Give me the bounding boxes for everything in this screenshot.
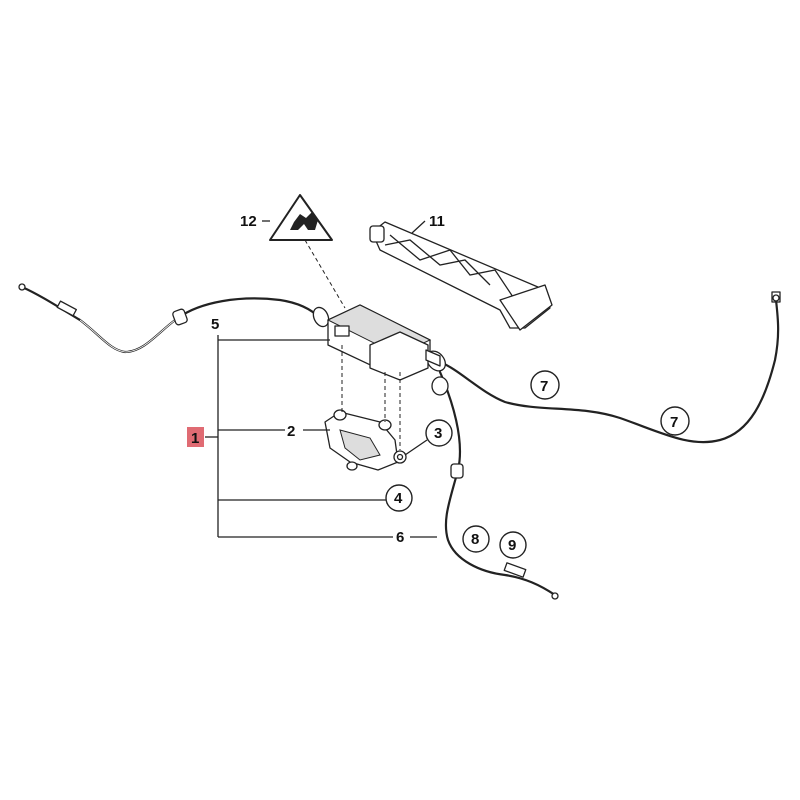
callout-nut-a [425, 419, 453, 447]
brake-actuator [326, 304, 441, 381]
mounting-bracket [324, 409, 399, 471]
label-cable-lower: 6 [396, 529, 404, 546]
label-cable-right-b: 7 [670, 414, 678, 431]
callout-cable-right-b [660, 406, 690, 436]
reference-lines [304, 239, 401, 450]
label-main: 1 [191, 430, 199, 447]
release-handle [369, 221, 553, 331]
label-cable-right-a: 7 [540, 378, 548, 395]
label-cable-left: 5 [211, 316, 219, 333]
label-clip-b: 9 [508, 537, 516, 554]
main-assembly-highlight [187, 427, 204, 447]
label-clip-a: 8 [471, 531, 479, 548]
cable-left [18, 283, 330, 354]
label-nut-a: 3 [434, 425, 442, 442]
callout-cable-right-a [530, 370, 560, 400]
callout-nut-b [385, 484, 413, 512]
cable-right [425, 291, 781, 444]
callout-clip-a [462, 525, 490, 553]
leader-lines [205, 220, 437, 538]
callout-clip-b [499, 531, 527, 559]
label-nut-b: 4 [394, 490, 403, 507]
nut [393, 450, 407, 464]
label-warning: 12 [240, 213, 257, 230]
label-bracket: 2 [287, 423, 295, 440]
label-handle: 11 [429, 213, 445, 230]
cable-lower [431, 370, 559, 600]
warning-triangle-icon [269, 194, 333, 241]
